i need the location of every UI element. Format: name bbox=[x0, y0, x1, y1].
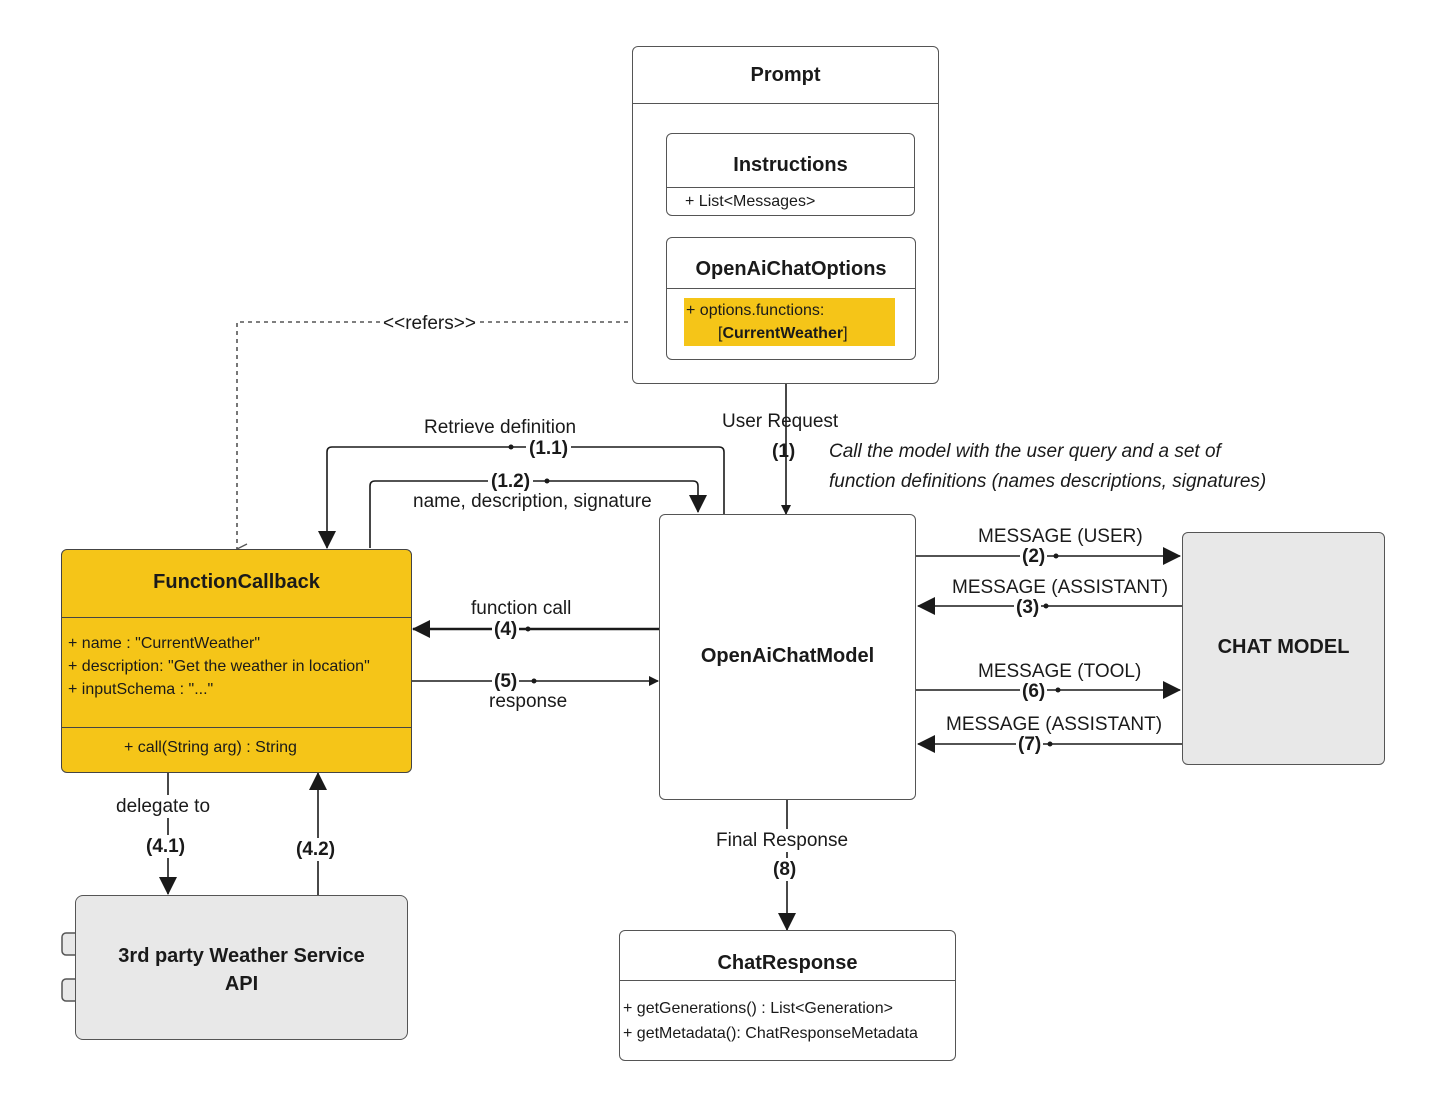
step-1-1: (1.1) bbox=[526, 439, 572, 458]
chat-model-box: CHAT MODEL bbox=[1182, 532, 1385, 765]
attr-name: + name : "CurrentWeather" bbox=[68, 635, 261, 652]
options-title: OpenAiChatOptions bbox=[667, 238, 915, 289]
definition-return-connector bbox=[369, 480, 707, 548]
chat-response-methods: + getGenerations() : List<Generation> + … bbox=[620, 981, 955, 1046]
step-4: (4) bbox=[492, 619, 520, 640]
attr-description: + description: "Get the weather in locat… bbox=[68, 658, 370, 675]
note-line-1: Call the model with the user query and a… bbox=[829, 441, 1221, 462]
step-3: (3) bbox=[1014, 597, 1042, 618]
prompt-box: Prompt Instructions + List<Messages> Ope… bbox=[632, 46, 939, 384]
weather-api-title-line2: API bbox=[224, 973, 259, 995]
function-callback-method: + call(String arg) : String bbox=[124, 739, 297, 756]
weather-api-title-line1: 3rd party Weather Service bbox=[118, 945, 365, 967]
step-1: (1) bbox=[772, 441, 796, 462]
message-user-label: MESSAGE (USER) bbox=[978, 526, 1143, 547]
name-desc-sig-label: name, description, signature bbox=[411, 491, 654, 512]
options-functions-highlight: + options.functions: [CurrentWeather] bbox=[684, 298, 895, 346]
chat-response-box: ChatResponse + getGenerations() : List<G… bbox=[619, 930, 956, 1061]
options-functions-value: [CurrentWeather] bbox=[718, 325, 848, 342]
chat-response-title: ChatResponse bbox=[620, 931, 955, 981]
response-label: response bbox=[489, 691, 568, 712]
instructions-box: Instructions + List<Messages> bbox=[666, 133, 915, 216]
note-line-2: function definitions (names descriptions… bbox=[829, 471, 1267, 492]
function-call-label: function call bbox=[471, 598, 572, 619]
weather-api-box: 3rd party Weather Service API bbox=[75, 895, 408, 1040]
attr-input-schema: + inputSchema : "..." bbox=[68, 681, 214, 698]
instructions-title: Instructions bbox=[667, 134, 914, 188]
step-4-2: (4.2) bbox=[296, 838, 336, 861]
retrieve-definition-connector bbox=[318, 446, 725, 549]
message-assistant-1-label: MESSAGE (ASSISTANT) bbox=[952, 577, 1169, 598]
chat-model-title: CHAT MODEL bbox=[1217, 636, 1350, 658]
user-request-label: User Request bbox=[722, 411, 839, 432]
function-callback-box: FunctionCallback + name : "CurrentWeathe… bbox=[61, 549, 412, 773]
method-get-metadata: + getMetadata(): ChatResponseMetadata bbox=[623, 1025, 918, 1042]
delegate-to-label: delegate to bbox=[116, 795, 211, 818]
step-6: (6) bbox=[1020, 681, 1048, 702]
step-2: (2) bbox=[1020, 546, 1048, 567]
openai-chat-model-title: OpenAiChatModel bbox=[700, 644, 875, 667]
openai-chat-model-box: OpenAiChatModel bbox=[659, 514, 916, 800]
final-response-label: Final Response bbox=[716, 829, 849, 852]
step-5: (5) bbox=[492, 671, 520, 692]
function-callback-title: FunctionCallback bbox=[62, 550, 411, 618]
message-tool-label: MESSAGE (TOOL) bbox=[978, 661, 1142, 682]
options-functions-label: + options.functions: bbox=[686, 302, 825, 319]
step-1-2: (1.2) bbox=[488, 472, 534, 491]
retrieve-definition-label: Retrieve definition bbox=[424, 417, 577, 438]
message-assistant-2-label: MESSAGE (ASSISTANT) bbox=[946, 714, 1163, 735]
function-callback-attrs: + name : "CurrentWeather" + description:… bbox=[62, 618, 411, 728]
step-8: (8) bbox=[773, 858, 797, 881]
refers-label: <<refers>> bbox=[380, 314, 479, 333]
instructions-attr: + List<Messages> bbox=[685, 193, 816, 210]
method-get-generations: + getGenerations() : List<Generation> bbox=[623, 1000, 893, 1017]
step-4-1: (4.1) bbox=[146, 835, 186, 858]
current-weather-ref: CurrentWeather bbox=[722, 325, 844, 342]
prompt-title: Prompt bbox=[633, 47, 938, 104]
step-7: (7) bbox=[1016, 734, 1044, 755]
options-box: OpenAiChatOptions + options.functions: [… bbox=[666, 237, 916, 360]
